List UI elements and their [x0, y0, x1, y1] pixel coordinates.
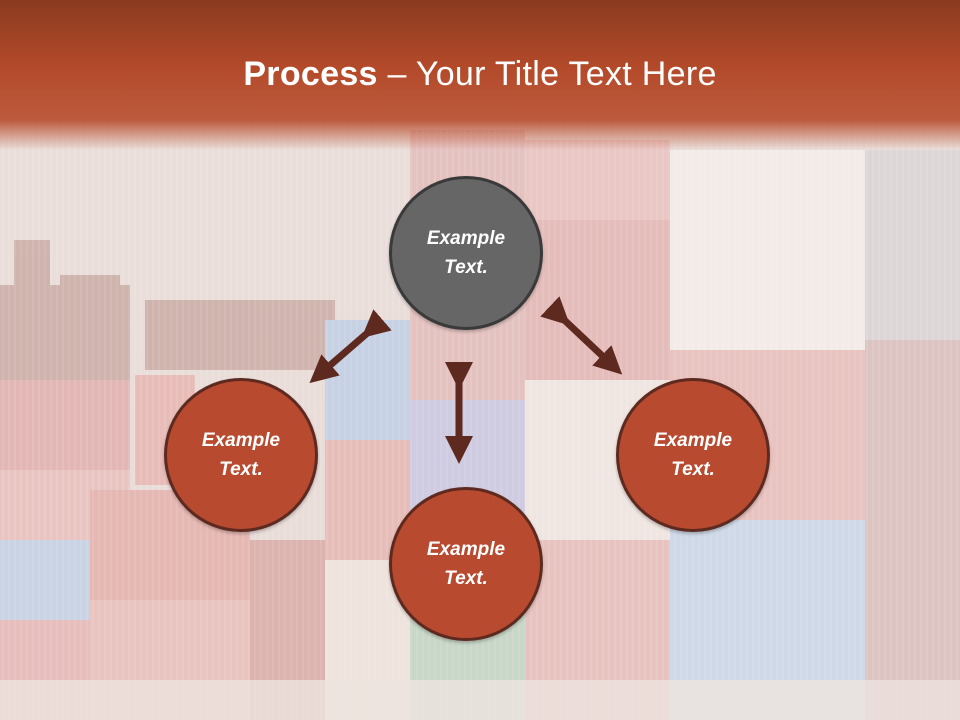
slide-title[interactable]: Process – Your Title Text Here	[0, 52, 960, 96]
node-bottom-line2: Text.	[444, 568, 488, 589]
title-rest: Your Title Text Here	[415, 55, 717, 93]
node-left-line1: Example	[201, 430, 281, 451]
title-dash: –	[377, 55, 416, 93]
node-bottom-line1: Example	[426, 539, 506, 560]
arrow-top-left	[309, 309, 392, 384]
node-top-line1: Example	[426, 228, 506, 249]
node-left[interactable]: Example Text.	[164, 378, 318, 532]
arrow-top-right	[540, 296, 623, 375]
node-right-line1: Example	[653, 430, 733, 451]
node-top-line2: Text.	[444, 257, 488, 278]
node-right-line2: Text.	[671, 459, 715, 480]
node-bottom[interactable]: Example Text.	[389, 487, 543, 641]
node-left-line2: Text.	[219, 459, 263, 480]
title-bold: Process	[243, 55, 378, 93]
node-right[interactable]: Example Text.	[616, 378, 770, 532]
node-top[interactable]: Example Text.	[389, 176, 543, 330]
title-bar	[0, 0, 960, 150]
